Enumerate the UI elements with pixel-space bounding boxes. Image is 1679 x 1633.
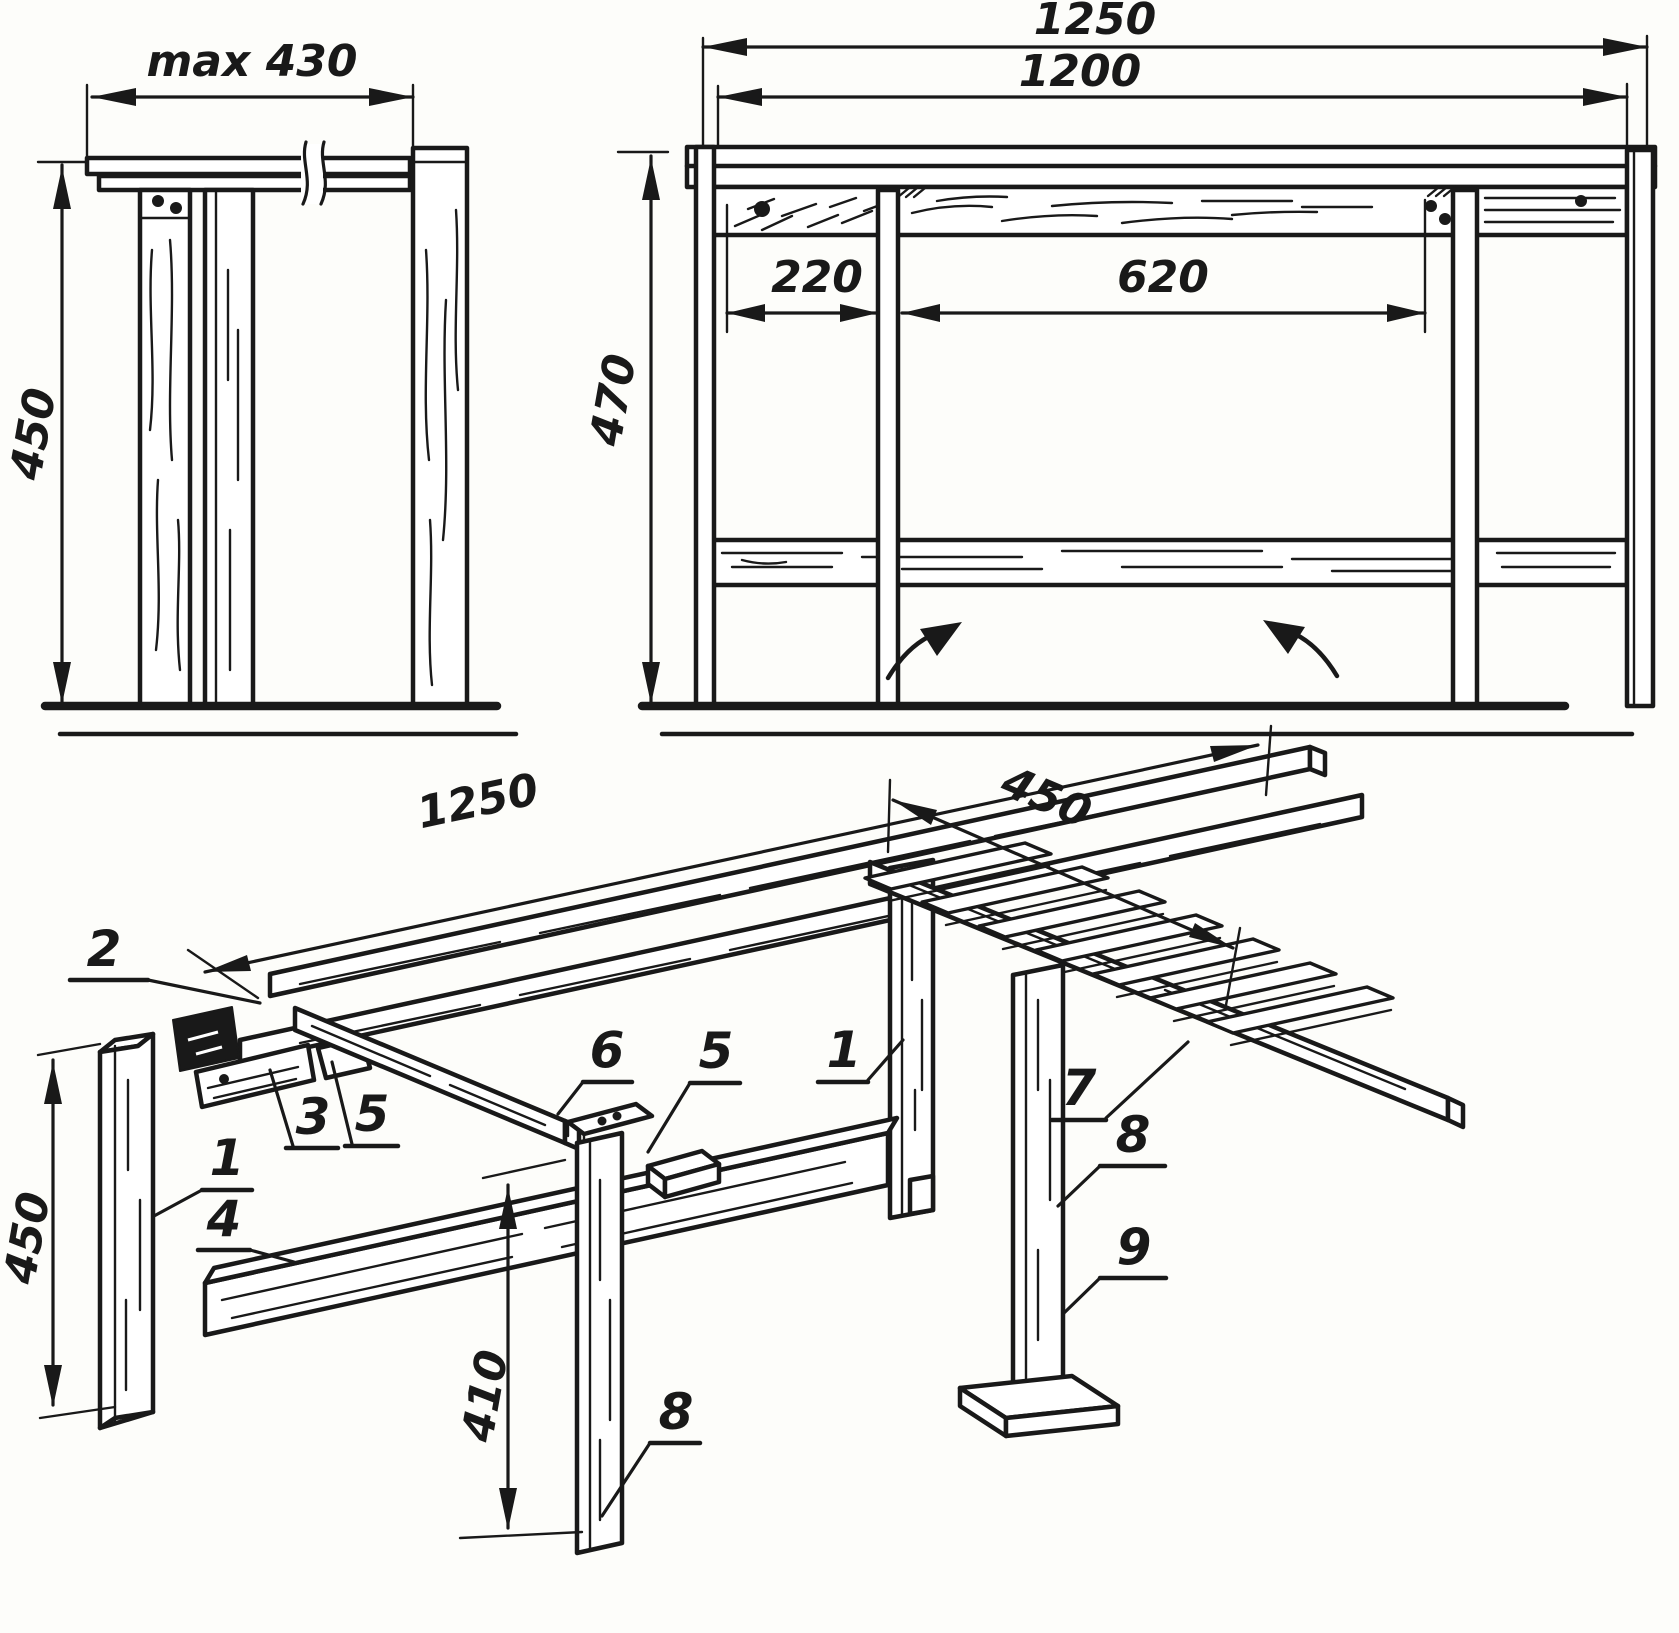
shelf-grain — [720, 549, 1617, 573]
side-tabletop — [84, 140, 413, 206]
iso-center-leg — [565, 1101, 655, 1556]
apron-screws — [754, 195, 1587, 225]
front-left-bay-label: 220 — [771, 252, 863, 303]
part-label-7: 7 — [1049, 1040, 1190, 1123]
front-apron — [709, 184, 1630, 238]
svg-text:4: 4 — [206, 1190, 242, 1248]
side-dim-width: max 430 — [85, 36, 415, 162]
slat-1 — [863, 841, 1053, 903]
part-label-8-front: 8 — [1056, 1106, 1168, 1208]
iso-batten — [193, 1042, 317, 1110]
front-right-leg — [1624, 147, 1656, 709]
svg-text:5: 5 — [699, 1022, 734, 1080]
iso-spacer-block — [645, 1148, 722, 1200]
side-front-leg — [137, 187, 193, 709]
iso-slat-shelf — [863, 841, 1395, 1047]
front-left-leg — [693, 144, 717, 709]
iso-rear-leg-stub — [907, 1173, 936, 1217]
front-tabletop — [684, 144, 1658, 190]
iso-front-leg — [1010, 962, 1066, 1391]
svg-text:5: 5 — [355, 1085, 390, 1143]
front-dim-overall: 1250 — [701, 0, 1649, 152]
svg-text:2: 2 — [87, 920, 122, 978]
front-overall-label: 1250 — [1034, 0, 1156, 45]
iso-back-rail — [267, 744, 1328, 999]
part-label-1-rear: 1 — [815, 1021, 905, 1085]
front-dim-left-bay: 220 — [725, 203, 880, 334]
side-rear-leg — [410, 145, 470, 709]
front-center-bay-label: 620 — [1117, 252, 1209, 303]
slat-5 — [1091, 937, 1281, 999]
front-top-label: 1200 — [1019, 46, 1141, 97]
side-ground-line — [40, 701, 519, 737]
svg-text:3: 3 — [296, 1088, 331, 1146]
iso-rear-leg — [887, 857, 936, 1221]
slat-6 — [1148, 961, 1338, 1023]
svg-text:8: 8 — [659, 1383, 694, 1441]
front-dim-top: 1200 — [716, 46, 1629, 152]
side-height-label: 450 — [0, 384, 66, 484]
front-post-1 — [875, 187, 901, 709]
iso-stretcher — [202, 1115, 900, 1338]
fold-arrow-right — [1263, 620, 1340, 679]
front-height-label: 470 — [580, 350, 646, 450]
iso-front-rail — [237, 792, 1365, 1065]
iso-length-label: 1250 — [413, 764, 543, 839]
svg-text:8: 8 — [1116, 1106, 1151, 1164]
slat-7 — [1205, 985, 1395, 1047]
iso-detached-leg — [97, 1031, 156, 1431]
front-dim-height: 470 — [580, 150, 670, 704]
svg-text:6: 6 — [590, 1021, 625, 1079]
part-label-2: 2 — [67, 920, 262, 1005]
front-shelf-rail — [709, 537, 1630, 588]
part-label-8-center: 8 — [600, 1383, 703, 1518]
part-label-3: 3 — [268, 1068, 341, 1151]
front-dim-center-bay: 620 — [900, 198, 1427, 334]
slat-2 — [920, 865, 1110, 927]
slat-3 — [977, 889, 1167, 951]
front-view: 1250 1200 470 — [580, 0, 1658, 737]
part-label-5-corner: 5 — [330, 1060, 401, 1149]
part-label-9: 9 — [1062, 1218, 1169, 1315]
svg-text:9: 9 — [1117, 1218, 1152, 1276]
part-label-1-left: 1 — [152, 1129, 255, 1218]
svg-text:7: 7 — [1062, 1059, 1097, 1117]
part-label-6: 6 — [556, 1021, 635, 1116]
fold-arrow-left — [885, 622, 962, 681]
front-post-2 — [1450, 187, 1480, 709]
front-ground-line — [637, 701, 1635, 737]
part-label-5-block: 5 — [646, 1022, 743, 1154]
side-inner-post — [202, 187, 256, 709]
side-width-label: max 430 — [146, 36, 357, 87]
iso-view: 410 450 — [0, 724, 1466, 1556]
svg-text:1: 1 — [827, 1021, 862, 1079]
side-view: max 430 450 — [0, 36, 519, 737]
side-dim-height: 450 — [0, 160, 98, 704]
part-label-4: 4 — [195, 1190, 296, 1264]
slat-4 — [1034, 913, 1224, 975]
iso-corner-cap — [172, 1006, 240, 1072]
iso-foot-pad — [957, 1373, 1121, 1439]
svg-text:1: 1 — [210, 1129, 245, 1187]
apron-grain — [733, 195, 1622, 232]
